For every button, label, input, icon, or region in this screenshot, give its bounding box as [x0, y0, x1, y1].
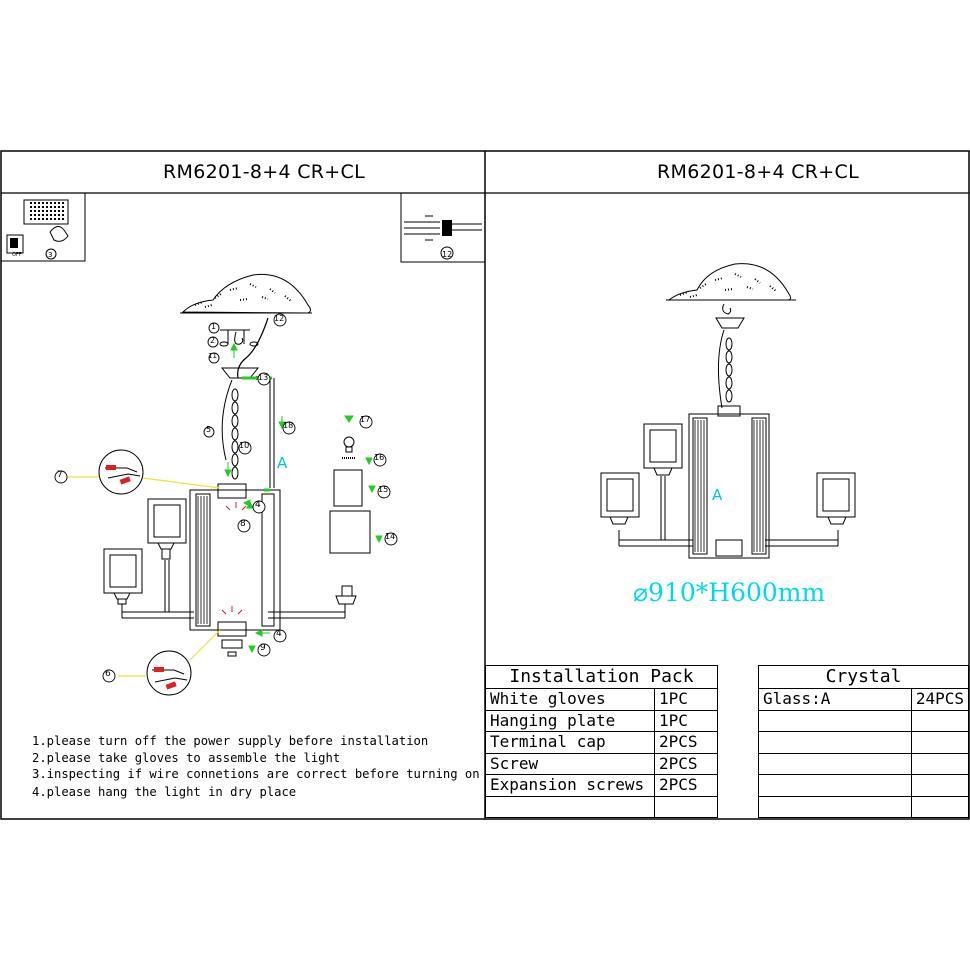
table-row	[758, 774, 970, 797]
switch-off-inset: 3	[0, 192, 86, 262]
ceiling-cloud-left	[180, 273, 312, 314]
callout-15: 15	[378, 485, 389, 494]
crystal-header: Crystal	[758, 665, 969, 689]
item-name: Screw	[485, 752, 655, 775]
note-1: 1.please turn off the power supply befor…	[32, 734, 429, 748]
callout-16: 16	[374, 453, 385, 462]
callout-1: 1	[211, 322, 217, 331]
crystal-item	[758, 709, 912, 732]
callout-10: 10	[239, 441, 250, 450]
dimension-text: ⌀910*H600mm	[633, 578, 826, 607]
callout-circles	[54, 313, 398, 683]
svg-text:12: 12	[442, 250, 452, 259]
installation-pack-header: Installation Pack	[485, 665, 718, 689]
callout-9: 9	[260, 643, 266, 653]
note-2: 2.please take gloves to assemble the lig…	[32, 751, 341, 765]
crystal-qty	[910, 795, 970, 818]
crystal-item	[758, 795, 912, 818]
table-row	[758, 752, 970, 775]
wire-connector-inset: 12	[400, 192, 486, 263]
left-arms	[103, 498, 357, 619]
fixture-assembled	[600, 303, 856, 559]
wire-label-a: A	[277, 454, 288, 472]
crystal-qty: 24PCS	[910, 688, 970, 711]
supply-wire	[237, 317, 269, 379]
callout-7: 7	[57, 470, 63, 480]
callout-4a: 4	[255, 500, 261, 510]
crystal-qty	[910, 709, 970, 732]
item-name: Terminal cap	[485, 731, 655, 754]
assembly-arrows	[224, 342, 383, 654]
crystal-item	[758, 774, 912, 797]
crystal-qty	[910, 731, 970, 754]
right-panel-title: RM6201-8+4 CR+CL	[657, 161, 859, 183]
callout-12: 12	[274, 314, 285, 323]
callout-13: 13	[258, 373, 269, 382]
callout-17: 17	[360, 415, 371, 424]
item-qty: 2PCS	[654, 752, 718, 775]
callout-18: 18	[283, 421, 294, 430]
note-4: 4.please hang the light in dry place	[32, 785, 297, 799]
item-name: White gloves	[485, 688, 655, 711]
note-3: 3.inspecting if wire connetions are corr…	[32, 767, 480, 781]
callout-14: 14	[385, 532, 396, 541]
crystal-item	[758, 731, 912, 754]
wire-zoom-top	[68, 449, 221, 495]
callout-6: 6	[105, 669, 111, 679]
item-name	[485, 795, 655, 818]
red-sparks	[221, 376, 269, 615]
item-name: Hanging plate	[485, 709, 655, 732]
table-row	[758, 795, 970, 818]
switch-off-label: OFF	[12, 252, 22, 258]
crystal-qty	[910, 752, 970, 775]
callout-5: 5	[206, 425, 212, 434]
callout-8: 8	[240, 519, 246, 529]
fixture-label-a: A	[712, 486, 723, 504]
ceiling-cloud-right	[666, 263, 796, 301]
spare-shade-parts	[329, 436, 371, 554]
crystal-qty	[910, 774, 970, 797]
item-qty: 1PC	[654, 709, 718, 732]
item-qty: 2PCS	[654, 731, 718, 754]
chain	[231, 388, 239, 480]
item-qty: 2PCS	[654, 774, 718, 797]
center-body-left	[189, 483, 281, 657]
callout-4b: 4	[276, 629, 282, 639]
callout-11: 11	[208, 352, 217, 360]
crystal-item	[758, 752, 912, 775]
mounting-hardware	[219, 329, 259, 347]
wire-zoom-bottom	[118, 629, 221, 696]
item-qty: 1PC	[654, 688, 718, 711]
left-panel-title: RM6201-8+4 CR+CL	[163, 161, 365, 183]
callout-2: 2	[210, 336, 216, 345]
table-row	[485, 795, 718, 818]
table-row	[758, 709, 970, 732]
crystal-item: Glass:A	[758, 688, 912, 711]
item-name: Expansion screws	[485, 774, 655, 797]
table-row	[758, 731, 970, 754]
item-qty	[654, 795, 718, 818]
svg-text:3: 3	[48, 251, 52, 259]
